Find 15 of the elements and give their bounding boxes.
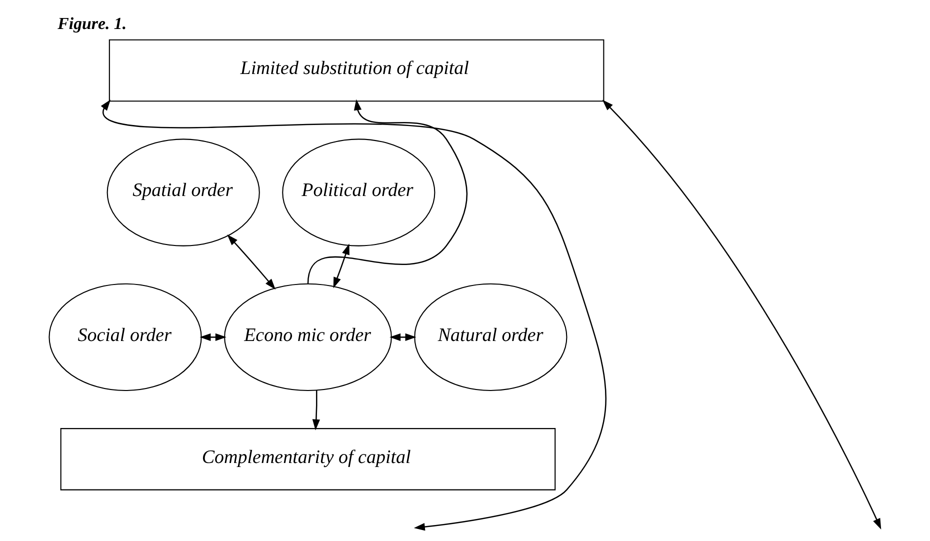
node-ellipse: Econo mic order — [224, 283, 392, 392]
node-box: Limited substitution of capital — [108, 39, 604, 102]
arrow — [333, 244, 350, 288]
node-ellipse: Social order — [48, 283, 202, 392]
node-box: Complementarity of capital — [60, 428, 556, 490]
arrow — [227, 234, 276, 290]
node-ellipse: Political order — [282, 138, 436, 246]
arrow — [100, 100, 606, 531]
arrow — [312, 390, 320, 430]
arrow — [307, 99, 468, 284]
arrow — [200, 333, 226, 342]
arrow — [390, 333, 416, 342]
node-ellipse: Natural order — [414, 283, 568, 392]
arrow — [602, 100, 882, 530]
diagram-title: Figure. 1. — [58, 14, 127, 34]
